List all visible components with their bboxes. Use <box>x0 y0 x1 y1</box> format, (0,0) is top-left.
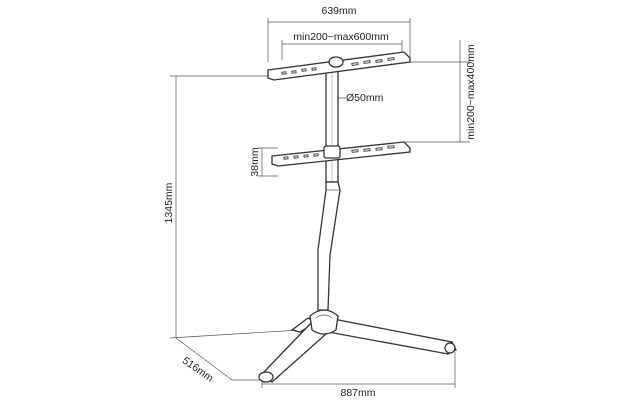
dim-bracket-height: 38mm <box>249 147 278 177</box>
tripod-base <box>258 309 457 383</box>
label-vesa-width: min200~max600mm <box>293 31 389 43</box>
label-base-width: 887mm <box>340 387 375 399</box>
label-total-width: 639mm <box>321 5 356 17</box>
label-pole-diameter: Ø50mm <box>346 92 384 104</box>
stand-column <box>317 181 341 311</box>
dim-total-width: 639mm <box>267 5 411 62</box>
dim-base-depth: 516mm <box>175 337 262 385</box>
lower-bracket-holes <box>283 145 395 160</box>
stand-pole <box>325 63 339 183</box>
label-bracket-height: 38mm <box>249 147 261 176</box>
lower-bracket <box>271 141 411 167</box>
dim-vesa-height: min200~max400mm <box>405 40 477 143</box>
top-bracket <box>267 51 411 81</box>
label-vesa-height: min200~max400mm <box>465 44 477 140</box>
dim-vesa-width: min200~max600mm <box>281 31 403 60</box>
label-base-depth: 516mm <box>180 355 216 385</box>
top-bracket-holes <box>281 57 395 75</box>
label-total-height: 1345mm <box>163 182 175 223</box>
dim-total-height: 1345mm <box>163 75 301 339</box>
